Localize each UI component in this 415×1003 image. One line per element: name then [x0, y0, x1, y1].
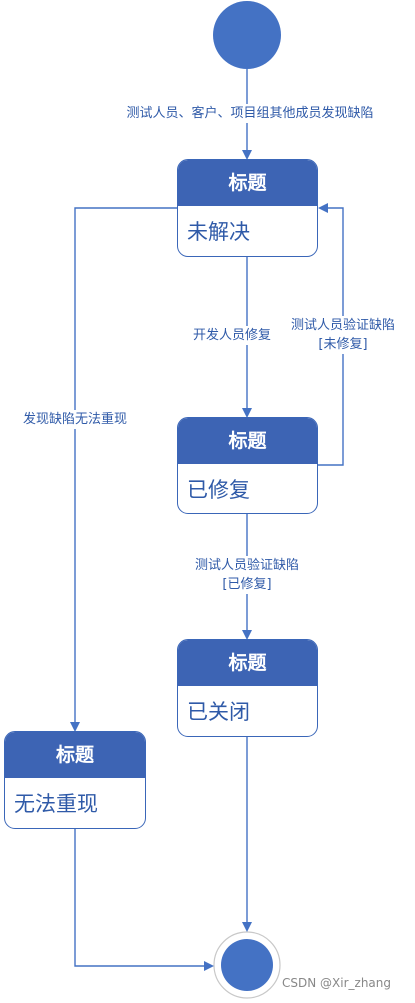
label-fixed-to-closed: 测试人员验证缺陷 [已修复]	[181, 556, 313, 594]
state-fixed: 标题 已修复	[177, 417, 318, 514]
label-fixed-to-unresolved: 测试人员验证缺陷 [未修复]	[277, 316, 409, 354]
label-fixed-to-closed-line2: [已修复]	[222, 577, 272, 592]
state-fixed-title: 标题	[178, 418, 317, 464]
state-fixed-name: 已修复	[187, 478, 250, 502]
state-unresolved-name: 未解决	[187, 220, 250, 244]
label-unresolved-to-fixed: 开发人员修复	[180, 326, 284, 345]
start-node	[213, 1, 281, 69]
state-closed: 标题 已关闭	[177, 639, 318, 737]
watermark: CSDN @Xir_zhang	[282, 976, 391, 990]
state-not-reproducible: 标题 无法重现	[4, 731, 146, 829]
state-unresolved-title: 标题	[178, 160, 317, 206]
state-not-reproducible-name: 无法重现	[14, 792, 98, 816]
label-start-to-unresolved-text: 测试人员、客户、项目组其他成员发现缺陷	[126, 106, 374, 121]
end-node-outer-ring	[213, 931, 281, 999]
state-closed-name: 已关闭	[187, 700, 250, 724]
end-node	[221, 939, 273, 991]
label-fixed-to-unresolved-line2: [未修复]	[318, 337, 368, 352]
label-unresolved-to-not-reproducible-text: 发现缺陷无法重现	[22, 412, 127, 427]
label-fixed-to-closed-line1: 测试人员验证缺陷	[194, 558, 299, 573]
state-not-reproducible-title: 标题	[5, 732, 145, 778]
arrow-unresolved-to-not-reproducible	[70, 207, 177, 732]
state-closed-title: 标题	[178, 640, 317, 686]
label-unresolved-to-not-reproducible: 发现缺陷无法重现	[9, 410, 141, 429]
label-start-to-unresolved: 测试人员、客户、项目组其他成员发现缺陷	[90, 104, 410, 123]
label-fixed-to-unresolved-line1: 测试人员验证缺陷	[290, 318, 395, 333]
arrow-not-reproducible-to-end	[74, 829, 214, 971]
state-unresolved: 标题 未解决	[177, 159, 318, 257]
label-unresolved-to-fixed-text: 开发人员修复	[192, 328, 271, 343]
